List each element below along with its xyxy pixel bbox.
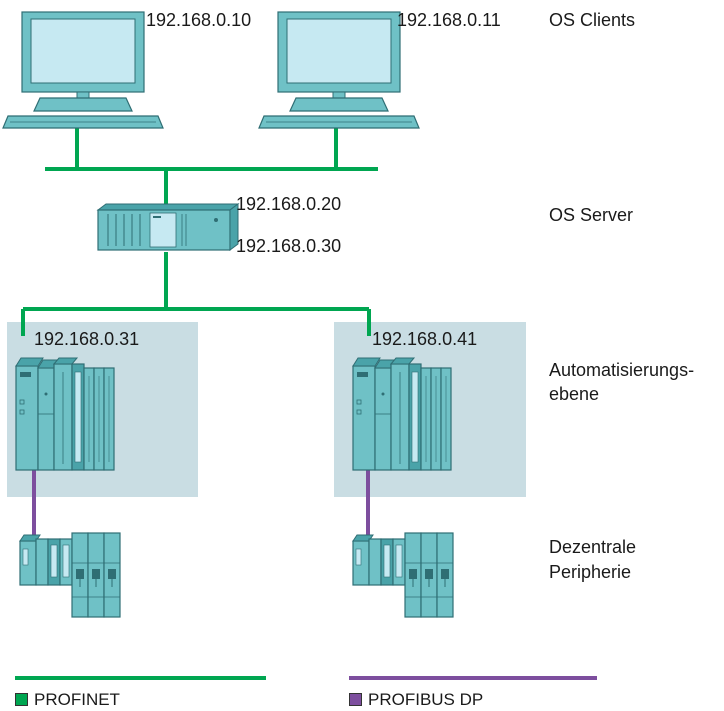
level-label-automation-line2: ebene	[549, 384, 600, 404]
plc-left	[15, 357, 115, 471]
profibus-lines	[32, 470, 370, 542]
distributed-io-right	[352, 532, 454, 618]
legend-profinet-label: PROFINET	[34, 690, 120, 709]
legend-profinet-swatch	[15, 693, 28, 706]
level-label-os-server: OS Server	[549, 205, 634, 225]
client-right-ip-label: 192.168.0.11	[397, 10, 501, 30]
os-client-pc-left	[2, 11, 164, 129]
level-label-periphery-line2: Peripherie	[549, 562, 632, 582]
client-left-ip-label: 192.168.0.10	[146, 10, 252, 30]
os-client-pc-right	[258, 11, 420, 129]
level-label-os-clients: OS Clients	[549, 10, 636, 30]
plc-right	[352, 357, 452, 471]
os-server-rack	[97, 203, 239, 251]
level-label-periphery-line1: Dezentrale	[549, 537, 637, 557]
automation-left-ip-label: 192.168.0.31	[34, 329, 140, 349]
distributed-io-left	[19, 532, 121, 618]
level-label-automation-line1: Automatisierungs-	[549, 360, 695, 380]
server-ip-lower-label: 192.168.0.30	[236, 236, 342, 256]
legend-profibus-label: PROFIBUS DP	[368, 690, 484, 709]
legend-profibus-swatch	[349, 693, 362, 706]
server-ip-upper-label: 192.168.0.20	[236, 194, 342, 214]
profinet-lines	[21, 124, 378, 336]
automation-right-ip-label: 192.168.0.41	[372, 329, 478, 349]
